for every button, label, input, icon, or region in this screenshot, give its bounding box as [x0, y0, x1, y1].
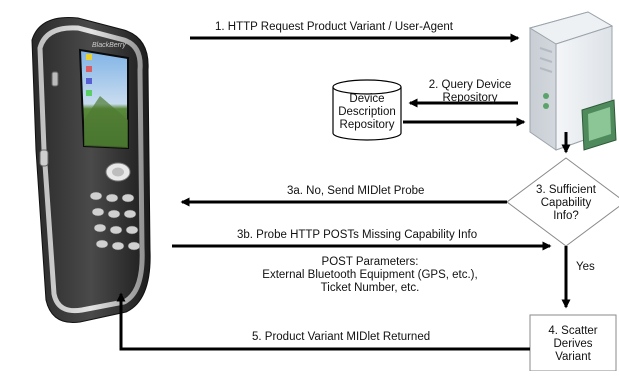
blackberry-phone-icon — [31, 16, 151, 324]
step-returned-label: 5. Product Variant MIDlet Returned — [252, 331, 431, 343]
repository-cylinder — [332, 79, 402, 141]
arrow-returned — [116, 292, 530, 351]
server-icon — [528, 11, 617, 151]
yes-label: Yes — [576, 261, 595, 273]
decision-label: 3. Sufficient Capability Info? — [536, 184, 596, 222]
scatter-label: 4. Scatter Derives Variant — [548, 325, 598, 363]
post-parameters-label: POST Parameters: External Bluetooth Equi… — [262, 256, 478, 294]
step-no-probe-label: 3a. No, Send MIDlet Probe — [287, 185, 425, 197]
scatter-box — [529, 314, 617, 372]
step-request-label: 1. HTTP Request Product Variant / User-A… — [215, 21, 453, 33]
step-probe-posts-label: 3b. Probe HTTP POSTs Missing Capability … — [237, 229, 478, 241]
phone-brand: BlackBerry — [92, 42, 126, 49]
step-query-label: 2. Query Device Repository — [428, 79, 512, 104]
repository-label: Device Description Repository — [338, 93, 396, 131]
